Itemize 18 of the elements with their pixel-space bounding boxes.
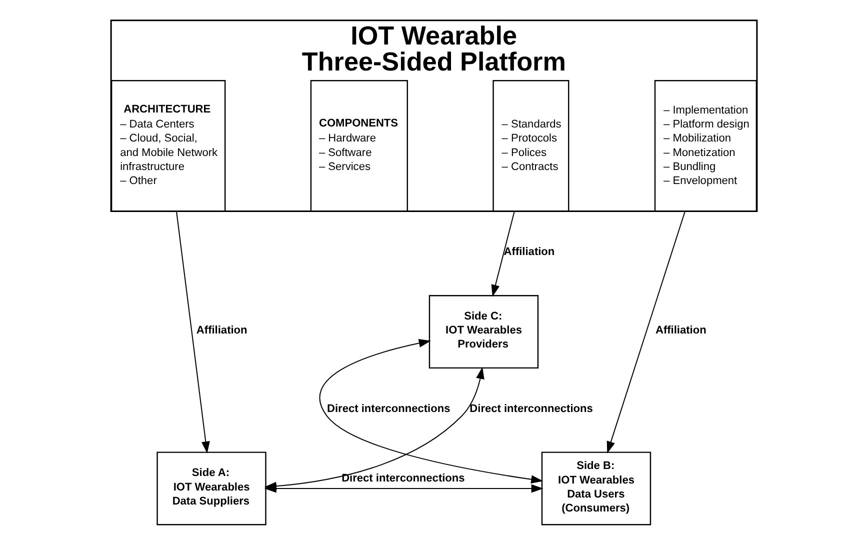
node-box: – Standards – Protocols – Polices – Contracts (492, 80, 570, 212)
node-box: Side B: IOT Wearables Data Users (Consumers) (541, 452, 652, 526)
edge-label: Affiliation (504, 246, 555, 258)
arrow (319, 339, 544, 484)
arrow (606, 211, 686, 454)
edge-label: Affiliation (196, 324, 248, 337)
node-box: Side C: IOT Wearables Providers (428, 295, 539, 369)
arrow (176, 211, 210, 454)
node-box: Side A: IOT Wearables Data Suppliers (156, 452, 266, 526)
edge-label: Affiliation (655, 324, 706, 337)
arrow (264, 484, 544, 493)
node-box: ARCHITECTURE – Data Centers – Cloud, Social, and Mobile Network infrastructure – Other (110, 80, 226, 212)
node-box: COMPONENTS – Hardware – Software – Services (310, 80, 408, 212)
edge-label: Direct interconnections (327, 402, 450, 415)
edge-label: Direct interconnections (470, 402, 593, 415)
arrow (491, 211, 515, 297)
node-box: – Implementation – Platform design – Mobilization – Monetization – Bundling – Envelopment (654, 80, 758, 212)
edge-label: Direct interconnections (342, 472, 465, 484)
